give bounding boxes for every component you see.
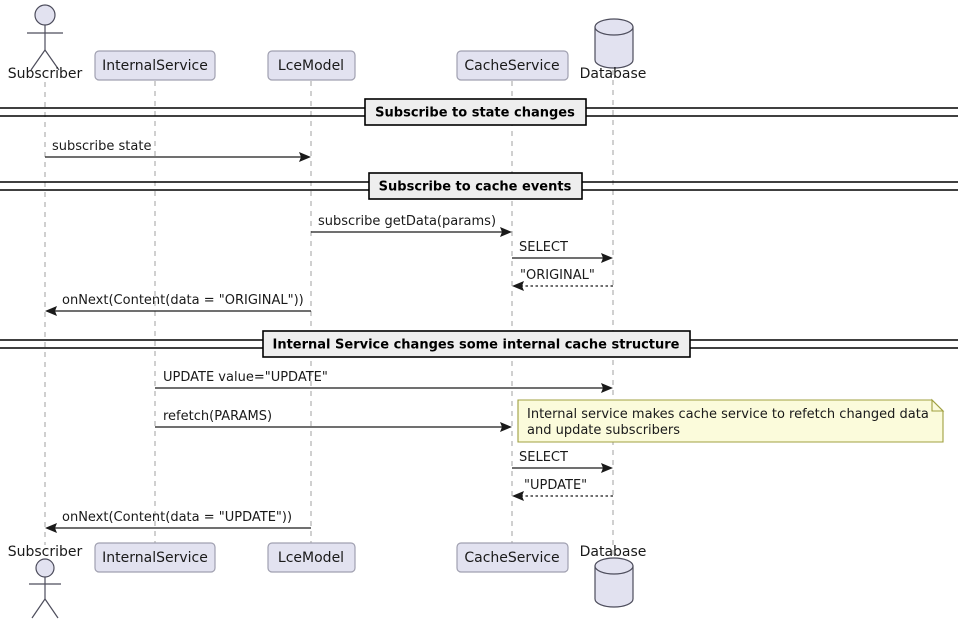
participant-label-subscriber-top: Subscriber bbox=[8, 66, 83, 82]
database-cylinder-bottom-icon bbox=[594, 565, 634, 608]
note-fold-corner-icon bbox=[931, 398, 945, 412]
arrow-head-subscribe-state bbox=[299, 152, 311, 162]
database-cylinder-icon bbox=[594, 26, 634, 69]
participant-label-internalservice-top: InternalService bbox=[102, 58, 208, 74]
participant-label-database-top: Database bbox=[580, 66, 647, 82]
actor-leg-right-icon bbox=[44, 49, 60, 71]
message-onnext-update: onNext(Content(data = "UPDATE")) bbox=[45, 510, 311, 533]
arrow-head-refetch bbox=[500, 422, 512, 432]
message-label-update-return: "UPDATE" bbox=[524, 478, 587, 493]
participant-box-lcemodel-bottom bbox=[267, 542, 356, 573]
divider-subscribe-to-state-changes: Subscribe to state changes bbox=[0, 98, 958, 126]
participant-label-cacheservice-bottom: CacheService bbox=[464, 550, 559, 566]
arrow-head-update-return bbox=[512, 491, 524, 501]
participant-label-database-bottom: Database bbox=[580, 544, 647, 560]
database-cylinder-top-icon bbox=[594, 18, 634, 36]
message-label-onnext-update: onNext(Content(data = "UPDATE")) bbox=[62, 510, 292, 525]
message-update-value: UPDATE value="UPDATE" bbox=[155, 370, 613, 393]
arrow-head-original-return bbox=[512, 281, 524, 291]
participant-subscriber-bottom[interactable]: Subscriber bbox=[8, 544, 83, 619]
participant-internalservice-bottom[interactable]: InternalService bbox=[94, 542, 216, 573]
divider-box-3 bbox=[262, 330, 691, 358]
message-label-select-2: SELECT bbox=[519, 450, 568, 465]
note-line-1: Internal service makes cache service to … bbox=[527, 407, 929, 422]
divider-internal-service-changes: Internal Service changes some internal c… bbox=[0, 330, 958, 358]
participants-footer: Subscriber InternalService LceModel Cach… bbox=[8, 542, 647, 619]
actor-leg-right-bottom-icon bbox=[44, 598, 59, 619]
participant-label-lcemodel-bottom: LceModel bbox=[278, 550, 344, 566]
participant-label-cacheservice-top: CacheService bbox=[464, 58, 559, 74]
arrow-head-onnext-original bbox=[45, 306, 57, 316]
arrow-head-update-value bbox=[601, 383, 613, 393]
participant-cacheservice-bottom[interactable]: CacheService bbox=[456, 542, 569, 573]
arrow-head-onnext-update bbox=[45, 523, 57, 533]
divider-subscribe-to-cache-events: Subscribe to cache events bbox=[0, 172, 958, 200]
participant-box-cacheservice-bottom bbox=[456, 542, 569, 573]
message-select-2: SELECT bbox=[512, 450, 613, 473]
divider-label-2: Subscribe to cache events bbox=[379, 180, 572, 195]
participant-box-lcemodel-top bbox=[267, 50, 356, 81]
participant-box-internalservice-top bbox=[94, 50, 216, 81]
participant-database-bottom[interactable]: Database bbox=[580, 544, 647, 608]
participant-subscriber-top[interactable]: Subscriber bbox=[8, 4, 83, 82]
divider-label-1: Subscribe to state changes bbox=[375, 106, 575, 121]
arrow-head-select-2 bbox=[601, 463, 613, 473]
participant-box-internalservice-bottom bbox=[94, 542, 216, 573]
participant-label-internalservice-bottom: InternalService bbox=[102, 550, 208, 566]
actor-leg-left-bottom-icon bbox=[31, 598, 46, 619]
message-update-return: "UPDATE" bbox=[512, 478, 613, 501]
participants-header: Subscriber InternalService LceModel Cach… bbox=[8, 4, 647, 82]
message-refetch: refetch(PARAMS) bbox=[155, 409, 512, 432]
message-label-refetch: refetch(PARAMS) bbox=[163, 409, 272, 424]
participant-label-subscriber-bottom: Subscriber bbox=[8, 544, 83, 560]
divider-label-3: Internal Service changes some internal c… bbox=[272, 338, 679, 353]
note-line-2: and update subscribers bbox=[527, 423, 680, 438]
participant-label-lcemodel-top: LceModel bbox=[278, 58, 344, 74]
participant-cacheservice-top[interactable]: CacheService bbox=[456, 50, 569, 81]
participant-lcemodel-bottom[interactable]: LceModel bbox=[267, 542, 356, 573]
message-subscribe-getdata: subscribe getData(params) bbox=[311, 214, 512, 237]
divider-box-2 bbox=[368, 172, 583, 200]
message-label-update-value: UPDATE value="UPDATE" bbox=[163, 370, 328, 385]
message-label-subscribe-state: subscribe state bbox=[52, 139, 151, 154]
message-label-subscribe-getdata: subscribe getData(params) bbox=[318, 214, 496, 229]
participant-box-cacheservice-top bbox=[456, 50, 569, 81]
arrow-head-subscribe-getdata bbox=[500, 227, 512, 237]
actor-head-bottom-icon bbox=[35, 558, 55, 578]
actor-head-icon bbox=[34, 4, 56, 26]
actor-leg-left-icon bbox=[30, 49, 46, 71]
lifelines-group bbox=[44, 70, 614, 557]
note-body bbox=[517, 399, 944, 443]
message-onnext-original: onNext(Content(data = "ORIGINAL")) bbox=[45, 293, 311, 316]
message-label-onnext-original: onNext(Content(data = "ORIGINAL")) bbox=[62, 293, 304, 308]
message-subscribe-state: subscribe state bbox=[45, 139, 311, 162]
message-label-select-1: SELECT bbox=[519, 240, 568, 255]
message-label-original-return: "ORIGINAL" bbox=[520, 268, 595, 283]
database-cylinder-bottom-top-icon bbox=[594, 557, 634, 575]
message-select-1: SELECT bbox=[512, 240, 613, 263]
divider-box-1 bbox=[364, 98, 587, 126]
participant-internalservice-top[interactable]: InternalService bbox=[94, 50, 216, 81]
participant-lcemodel-top[interactable]: LceModel bbox=[267, 50, 356, 81]
message-original-return: "ORIGINAL" bbox=[512, 268, 613, 291]
arrow-head-select-1 bbox=[601, 253, 613, 263]
participant-database-top[interactable]: Database bbox=[580, 18, 647, 82]
note-refetch-explanation: Internal service makes cache service to … bbox=[517, 398, 945, 443]
